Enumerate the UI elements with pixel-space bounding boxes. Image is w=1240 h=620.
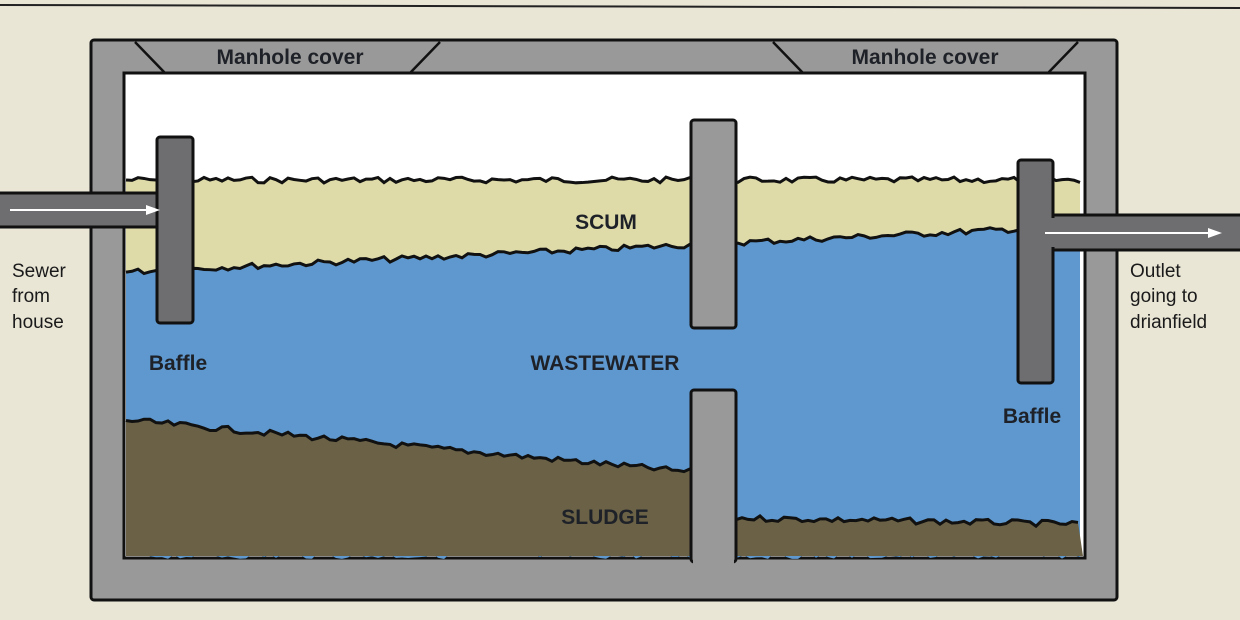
- manhole-cover-left: [134, 41, 441, 74]
- wall-join: [693, 555, 734, 567]
- inlet-label-line2: from: [12, 286, 50, 307]
- manhole-cover-right-label: Manhole cover: [851, 46, 998, 69]
- scum-label: SCUM: [575, 211, 637, 234]
- manhole-cover-left-label: Manhole cover: [216, 46, 363, 69]
- outlet-arrow-head: [1208, 228, 1222, 238]
- wastewater-label: WASTEWATER: [531, 352, 680, 375]
- scum-bottom-edge: [125, 223, 1081, 276]
- inlet-baffle: [155, 135, 195, 325]
- sludge-layer-right: [736, 515, 1083, 556]
- sludge-top-edge-right: [735, 514, 1079, 529]
- sludge-label: SLUDGE: [561, 506, 649, 529]
- outlet-label-line1: Outlet: [1130, 261, 1181, 282]
- inlet-arrow-head: [146, 205, 160, 215]
- sludge-top-edge-left: [125, 417, 691, 474]
- top-rule: [0, 4, 1240, 9]
- baffle-left-label: Baffle: [149, 352, 207, 375]
- middle-wall-upper: [689, 118, 738, 330]
- middle-wall-lower: [689, 388, 738, 564]
- outlet-label-line3: drianfield: [1130, 312, 1207, 333]
- baffle-right-label: Baffle: [1003, 405, 1061, 428]
- sludge-layer-left: [126, 419, 692, 556]
- outlet-baffle: [1016, 158, 1055, 385]
- outlet-label-line2: going to: [1130, 286, 1198, 307]
- manhole-cover-right: [772, 41, 1079, 74]
- scum-layer: [126, 177, 1080, 274]
- inlet-label-line3: house: [12, 312, 64, 333]
- inlet-label-line1: Sewer: [12, 261, 67, 282]
- scum-top-edge: [125, 175, 1081, 185]
